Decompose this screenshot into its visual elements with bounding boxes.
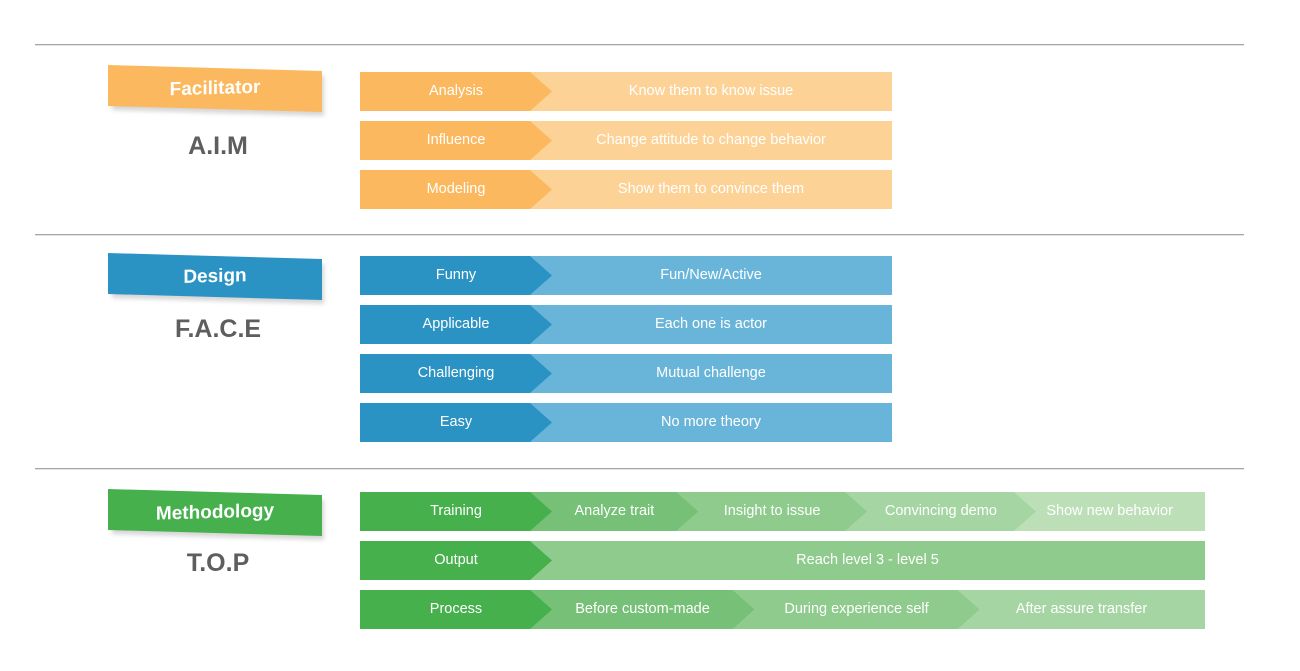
banner-label-design: Design: [183, 265, 247, 288]
acronym-design: F.A.C.E: [174, 315, 262, 343]
segment-analysis-1[interactable]: Know them to know issue: [530, 72, 892, 111]
segment-applicable-1[interactable]: Each one is actor: [530, 305, 892, 344]
banner-design[interactable]: Design: [108, 253, 328, 304]
row-head-applicable[interactable]: Applicable: [360, 305, 552, 344]
row-head-modeling[interactable]: Modeling: [360, 170, 552, 209]
segment-process-1[interactable]: Before custom-made: [530, 590, 755, 629]
banner-label-methodology: Methodology: [155, 500, 275, 525]
row-head-analysis[interactable]: Analysis: [360, 72, 552, 111]
row-head-training[interactable]: Training: [360, 492, 552, 531]
segment-training-4[interactable]: Show new behavior: [1014, 492, 1205, 531]
segment-output-1[interactable]: Reach level 3 - level 5: [530, 541, 1205, 580]
segment-modeling-1[interactable]: Show them to convince them: [530, 170, 892, 209]
row-head-process[interactable]: Process: [360, 590, 552, 629]
row-head-challenging[interactable]: Challenging: [360, 354, 552, 393]
banner-methodology[interactable]: Methodology: [108, 489, 328, 540]
segment-funny-1[interactable]: Fun/New/Active: [530, 256, 892, 295]
segment-process-2[interactable]: During experience self: [733, 590, 980, 629]
segment-challenging-1[interactable]: Mutual challenge: [530, 354, 892, 393]
section-divider-bottom: [35, 468, 1244, 469]
segment-process-3[interactable]: After assure transfer: [958, 590, 1205, 629]
acronym-facilitator: A.I.M: [188, 132, 248, 160]
row-head-output[interactable]: Output: [360, 541, 552, 580]
segment-training-2[interactable]: Insight to issue: [677, 492, 868, 531]
segment-easy-1[interactable]: No more theory: [530, 403, 892, 442]
section-divider-middle: [35, 234, 1244, 235]
section-divider-top: [35, 44, 1244, 45]
acronym-methodology: T.O.P: [186, 549, 250, 577]
segment-training-3[interactable]: Convincing demo: [846, 492, 1037, 531]
row-head-funny[interactable]: Funny: [360, 256, 552, 295]
row-head-easy[interactable]: Easy: [360, 403, 552, 442]
banner-label-facilitator: Facilitator: [169, 76, 261, 101]
banner-facilitator[interactable]: Facilitator: [108, 65, 328, 116]
segment-influence-1[interactable]: Change attitude to change behavior: [530, 121, 892, 160]
segment-training-1[interactable]: Analyze trait: [530, 492, 699, 531]
row-head-influence[interactable]: Influence: [360, 121, 552, 160]
